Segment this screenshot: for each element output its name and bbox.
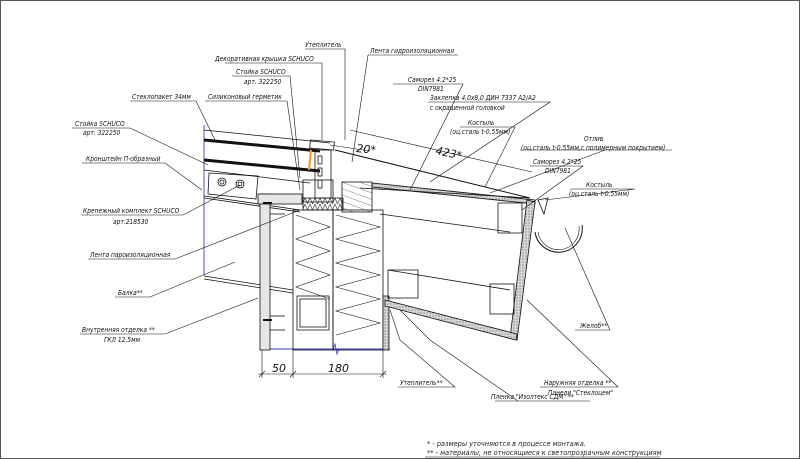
- label-screw-right-2: DIN7981: [545, 167, 571, 175]
- timber-block: [341, 181, 373, 213]
- dimensions: [258, 129, 533, 378]
- decorative-cap: [309, 139, 335, 151]
- label-mullion-top-2: арт. 322250: [244, 78, 281, 86]
- label-gutter: Желоб**: [579, 322, 607, 330]
- gkl-panel: [259, 193, 271, 351]
- label-crutch-top-1: Костыль: [468, 119, 495, 127]
- glass-unit: [203, 129, 331, 184]
- label-vapor-tape: Лента пароизоляционная: [89, 251, 171, 259]
- label-mullion-top-1: Стойка SCHUCO: [236, 68, 286, 76]
- label-exterior-finish-1: Наружняя отделка **: [544, 379, 611, 387]
- label-silicone-sealant: Силиконовый герметик: [208, 93, 282, 101]
- label-mullion-left-2: арт. 322250: [83, 129, 120, 137]
- mullion-profile: [302, 149, 344, 211]
- label-fastening-kit-1: Крепежный комплект SCHUCO: [83, 207, 180, 215]
- footnotes: * - размеры уточняются в процессе монтаж…: [425, 440, 662, 458]
- note-1: * - размеры уточняются в процессе монтаж…: [427, 440, 586, 448]
- label-crutch-right-1: Костыль: [586, 181, 613, 189]
- dim-423: 423*: [434, 144, 463, 162]
- dim-50: 50: [272, 362, 286, 375]
- gutter: [534, 224, 583, 253]
- bracket: [207, 172, 259, 200]
- label-screw-top-1: Саморез 4.2*25: [408, 76, 457, 84]
- note-2: ** - материалы, не относящиеся к светопр…: [427, 449, 662, 457]
- dim-180: 180: [328, 362, 349, 375]
- leaders: [72, 48, 672, 402]
- structure: [203, 125, 583, 356]
- label-mullion-left-1: Стойка SCHUCO: [75, 120, 125, 128]
- label-bracket: Кронштейн П-образный: [86, 155, 161, 163]
- silicone-seal: [308, 149, 312, 171]
- label-waterproof-tape: Лента гидроизоляционная: [369, 47, 454, 55]
- exterior-finish: [382, 295, 390, 351]
- wall-insulation: [292, 209, 384, 351]
- break-mark: [332, 342, 340, 356]
- labels: Утеплитель Лента гидроизоляционная Декор…: [75, 41, 665, 401]
- label-screw-right-1: Саморез 4.2*25: [533, 158, 582, 166]
- label-drip-2: (оц.сталь t-0.55мм,с полимерным покрытие…: [521, 144, 665, 152]
- label-interior-finish-1: Внутренняя отделка **: [82, 326, 155, 334]
- label-interior-finish-2: ГКЛ 12.5мм: [104, 336, 141, 344]
- label-beam: Балка**: [118, 289, 143, 297]
- label-insulation-bottom: Утеплитель**: [400, 379, 443, 387]
- label-insulation-top: Утеплитель: [305, 41, 342, 49]
- label-film: Пленка "Изолтекс СДМ" **: [491, 393, 574, 401]
- label-screw-top-2: DIN7981: [418, 85, 444, 93]
- label-drip-1: Отлив: [584, 135, 604, 143]
- sill-box: [371, 182, 536, 341]
- label-crutch-top-2: (оц.сталь t-0.55мм): [450, 128, 510, 136]
- label-fastening-kit-2: арт.218530: [113, 218, 149, 226]
- label-rivet-1: Заклепка 4,0x8,0 ДИН 7337 А2/А2: [430, 94, 536, 102]
- label-decorative-cap: Декоративная крышка SCHUCO: [214, 55, 314, 63]
- label-rivet-2: с окрашенной головкой: [430, 104, 505, 112]
- dim-20: 20*: [356, 142, 377, 157]
- label-exterior-finish-2: Панели "Стеклоцем": [548, 389, 613, 397]
- label-crutch-right-2: (оц.сталь t-0.55мм): [569, 190, 629, 198]
- label-glass-unit: Стеклопакет 34мм: [132, 93, 191, 101]
